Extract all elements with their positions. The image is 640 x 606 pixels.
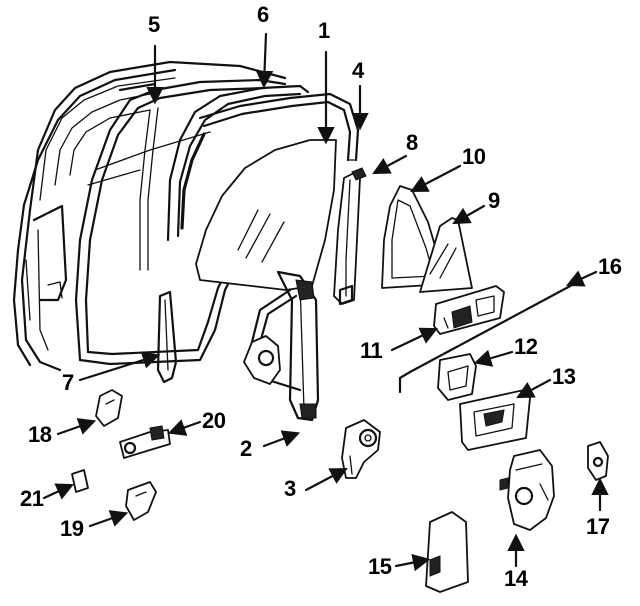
callout-13: 13 xyxy=(552,364,576,389)
callout-14: 14 xyxy=(504,566,528,591)
callout-16: 16 xyxy=(598,254,622,279)
part-11-window-switch xyxy=(433,285,505,335)
part-21-hinge-bolt xyxy=(71,469,89,493)
part-15-latch-shield xyxy=(425,511,469,593)
callout-3: 3 xyxy=(284,476,296,501)
leader-16 xyxy=(566,270,598,287)
callout-15: 15 xyxy=(368,554,392,579)
leader-11 xyxy=(390,327,438,352)
part-6-glass-run-channel xyxy=(166,84,310,242)
leader-7 xyxy=(78,351,161,382)
callout-18: 18 xyxy=(28,422,52,447)
leader-21 xyxy=(42,483,74,500)
callout-19: 19 xyxy=(60,516,84,541)
part-13-handle-bezel xyxy=(459,389,531,451)
callout-7: 7 xyxy=(62,370,74,395)
callout-1: 1 xyxy=(318,18,330,43)
leader-3 xyxy=(304,467,348,492)
callout-12: 12 xyxy=(514,334,538,359)
leader-15 xyxy=(394,553,431,572)
leader-18 xyxy=(56,418,97,436)
part-1-door-glass xyxy=(195,139,337,291)
callout-8: 8 xyxy=(406,130,418,155)
leader-2 xyxy=(262,430,301,448)
leader-lines xyxy=(42,32,609,572)
door-frame-assembly xyxy=(12,60,287,372)
part-3-window-motor xyxy=(341,419,381,479)
callout-4: 4 xyxy=(352,58,364,83)
leader-6 xyxy=(255,32,274,89)
part-20-door-check xyxy=(119,425,171,459)
callout-21: 21 xyxy=(20,486,44,511)
callout-11: 11 xyxy=(360,338,383,363)
callout-10: 10 xyxy=(462,144,486,169)
callout-2: 2 xyxy=(240,436,252,461)
callout-5: 5 xyxy=(148,12,160,37)
leader-13 xyxy=(516,378,552,399)
part-9-quarter-glass xyxy=(419,217,473,293)
callout-20: 20 xyxy=(202,408,226,433)
part-19-lower-hinge xyxy=(125,481,157,521)
leader-8 xyxy=(372,154,408,175)
part-17-striker xyxy=(587,441,609,481)
leader-12 xyxy=(473,349,514,367)
part-14-lock-assembly xyxy=(499,449,555,531)
part-12-inside-handle xyxy=(437,353,477,401)
leader-9 xyxy=(452,204,486,225)
part-16-lock-rod xyxy=(398,282,576,394)
part-2-window-regulator xyxy=(243,270,320,422)
callout-6: 6 xyxy=(257,2,269,27)
leader-20 xyxy=(167,419,202,436)
leader-19 xyxy=(88,510,129,528)
callout-17: 17 xyxy=(586,514,610,539)
part-18-upper-hinge xyxy=(95,389,123,427)
callout-9: 9 xyxy=(488,188,500,213)
part-7-rear-channel xyxy=(156,290,178,384)
part-8-division-channel xyxy=(333,167,367,306)
leader-10 xyxy=(410,164,462,193)
